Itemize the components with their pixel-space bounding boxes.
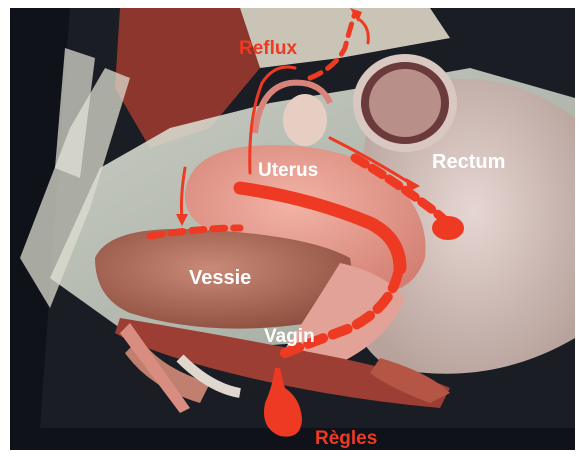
label-vessie: Vessie [189, 267, 251, 290]
anatomy-illustration: Reflux Uterus Rectum Vessie Vagin Règles [10, 8, 575, 450]
ovary [283, 94, 327, 146]
label-uterus: Uterus [258, 160, 318, 182]
label-rectum: Rectum [432, 151, 505, 174]
label-reflux: Reflux [239, 38, 297, 60]
label-regles: Règles [315, 428, 377, 450]
label-vagin: Vagin [264, 326, 315, 348]
pelvic-anatomy-drawing [10, 8, 575, 450]
rectum-reflux-spot [432, 216, 464, 240]
